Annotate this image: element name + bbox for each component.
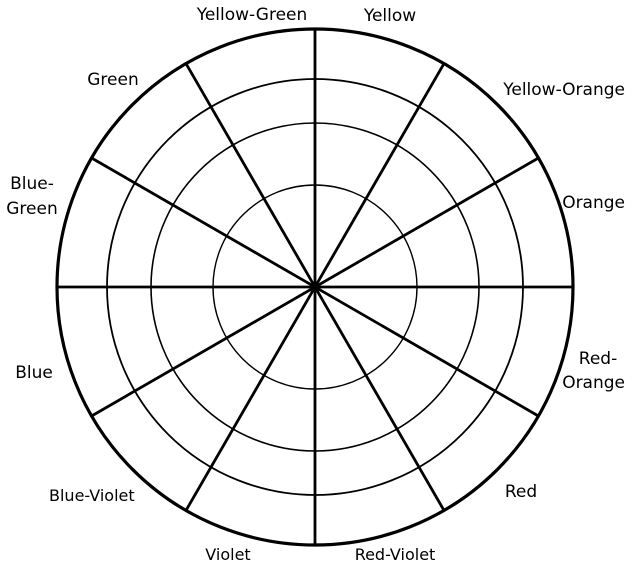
label-blue-green-line1: Blue- [10,174,54,194]
label-blue-violet: Blue-Violet [49,486,135,505]
label-red-orange-line1: Red- [578,349,618,369]
label-green: Green [87,70,139,90]
spoke-6 [90,156,540,418]
label-red: Red [504,482,538,502]
label-orange: Orange [562,193,625,213]
label-yellow-green: Yellow-Green [196,5,308,25]
label-red-violet: Red-Violet [354,545,436,564]
label-yellow-orange: Yellow-Orange [503,80,625,100]
label-red-orange-line2: Orange [562,373,625,393]
wheel-spokes [57,29,573,545]
label-yellow: Yellow [363,6,417,26]
label-blue: Blue [15,363,53,383]
label-blue-green-line2: Green [6,199,58,219]
label-violet: Violet [205,545,251,564]
